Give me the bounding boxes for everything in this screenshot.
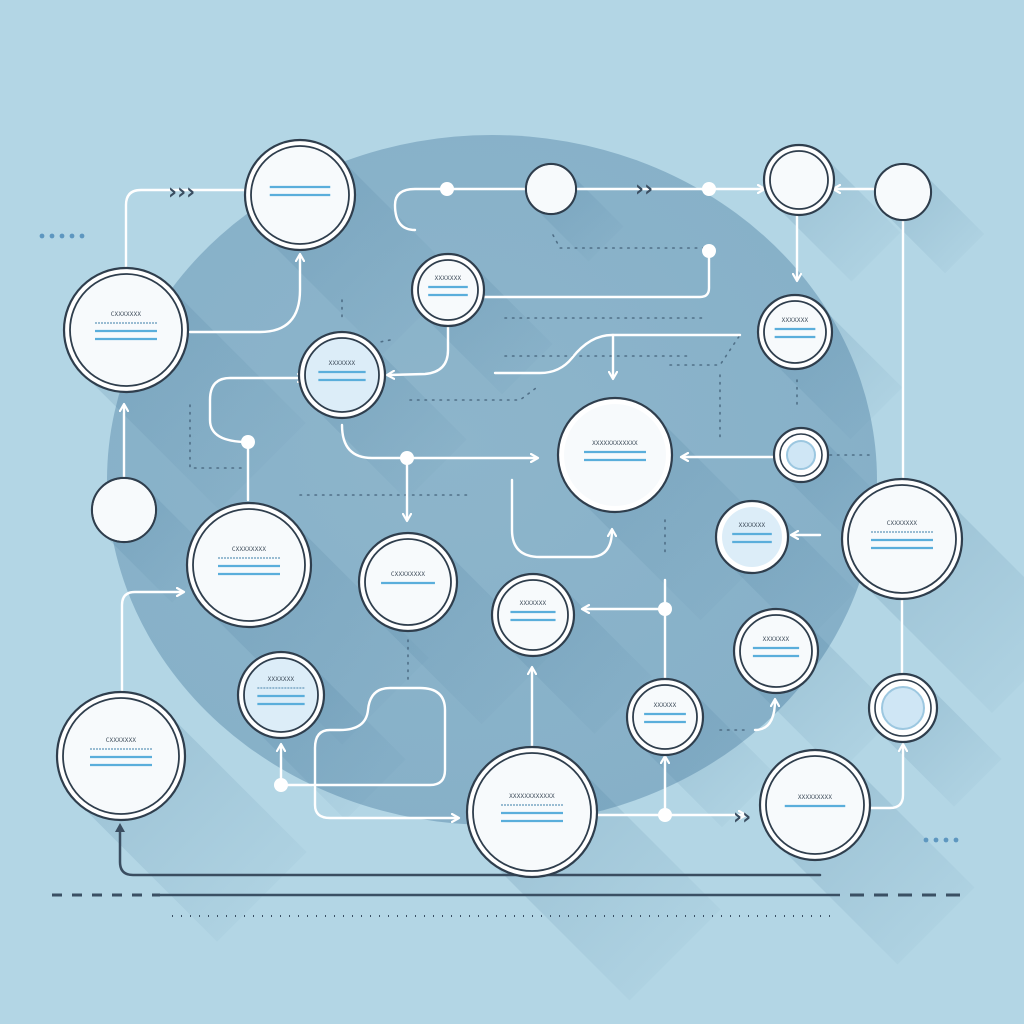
junction-dot — [400, 451, 414, 465]
connector-c15 — [510, 478, 612, 559]
node-label: XXXXXXXXXXXX — [592, 440, 638, 447]
node-fill — [93, 479, 155, 541]
dotted-guide — [552, 234, 706, 249]
decorative-dot — [39, 233, 45, 239]
node-n6[interactable]: XXXXXXX — [410, 252, 486, 328]
decorative-dot — [923, 837, 929, 843]
node-inner-ring — [497, 579, 569, 651]
node-n19[interactable]: XXXXXX — [625, 677, 705, 757]
connector-c11 — [340, 423, 537, 458]
junction-dot — [658, 808, 672, 822]
connector-c1 — [124, 188, 247, 270]
decorative-dot — [943, 837, 949, 843]
node-n14[interactable]: XXXXXXX — [714, 499, 790, 575]
node-label: XXXXXXX — [329, 360, 356, 367]
node-label: XXXXXXX — [782, 317, 809, 324]
node-label: XXXXXXX — [435, 275, 462, 282]
node-n1[interactable] — [243, 138, 357, 252]
connector-c9 — [208, 378, 300, 444]
connector-c21 — [279, 686, 458, 818]
node-n15[interactable]: CXXXXXXX — [840, 477, 964, 601]
node-label: XXXXXXX — [739, 522, 766, 529]
nodes: CXXXXXXXXXXXXXXXXXXXXXXXXXXXXXXXXXXXXXXX… — [55, 138, 964, 879]
node-inner-ring — [739, 614, 813, 688]
junction-dot — [274, 778, 288, 792]
node-fill — [876, 165, 930, 219]
node-n22[interactable]: XXXXXXXXXXXX — [465, 745, 599, 879]
node-n4[interactable] — [762, 143, 836, 217]
node-label: CXXXXXXXX — [391, 571, 425, 578]
connector-c29 — [868, 745, 903, 810]
node-n2[interactable]: CXXXXXXX — [62, 266, 190, 394]
node-n18[interactable]: XXXXXXX — [732, 607, 820, 695]
connector-c31 — [115, 823, 822, 877]
node-inner-ring — [304, 337, 380, 413]
footer-lines — [52, 893, 960, 917]
node-inner-ring — [722, 507, 782, 567]
decorative-dot — [59, 233, 65, 239]
decorations: ››››››› — [39, 177, 959, 843]
node-inner-ring — [417, 259, 479, 321]
node-n13[interactable]: CXXXXXXXX — [357, 531, 459, 633]
node-n9[interactable]: XXXXXXXXXXXX — [556, 396, 674, 514]
node-label: XXXXXXX — [268, 676, 295, 683]
node-inner-ring — [632, 684, 698, 750]
connector-c10 — [388, 324, 450, 375]
decorative-dot — [933, 837, 939, 843]
node-n12[interactable]: CXXXXXXXX — [185, 501, 313, 629]
junction-dot — [702, 182, 716, 196]
node-n8[interactable]: XXXXXXX — [756, 293, 834, 371]
junction-dot — [658, 602, 672, 616]
node-n17[interactable]: XXXXXXX — [236, 650, 326, 740]
node-n16[interactable]: XXXXXXX — [490, 572, 576, 658]
junction-dots — [241, 182, 716, 822]
chevron-arrows-icon: ››› — [168, 180, 195, 205]
connector-c3 — [393, 187, 528, 232]
connector-c2 — [188, 255, 300, 334]
target-core — [786, 440, 816, 470]
chevron-arrows-icon: ›› — [733, 805, 751, 830]
decorative-dot — [69, 233, 75, 239]
target-core — [881, 686, 925, 730]
node-n11[interactable] — [90, 476, 158, 544]
node-label: CXXXXXXX — [111, 311, 142, 318]
dotted-guide — [669, 334, 741, 366]
node-inner-ring — [564, 404, 666, 506]
node-label: CXXXXXXXX — [232, 546, 266, 553]
junction-dot — [440, 182, 454, 196]
dotted-guides — [189, 234, 871, 731]
node-label: CXXXXXXX — [887, 520, 918, 527]
junction-dot — [241, 435, 255, 449]
decorative-dot — [79, 233, 85, 239]
decorative-dot — [953, 837, 959, 843]
node-inner-ring — [769, 150, 829, 210]
node-n5[interactable] — [873, 162, 933, 222]
node-n3[interactable] — [524, 162, 578, 216]
node-label: XXXXXX — [654, 702, 677, 709]
node-label: XXXXXXX — [520, 600, 547, 607]
node-n7[interactable]: XXXXXXX — [297, 330, 387, 420]
node-fill — [527, 165, 575, 213]
junction-dot — [702, 244, 716, 258]
node-n23[interactable]: XXXXXXXXX — [758, 748, 872, 862]
chevron-arrows-icon: ›› — [635, 177, 653, 202]
dotted-guide — [379, 339, 391, 343]
connector-c19 — [120, 592, 183, 694]
connectors — [115, 187, 903, 877]
node-n21[interactable]: CXXXXXXX — [55, 690, 187, 822]
node-inner-ring — [763, 300, 827, 364]
connector-c8 — [482, 249, 711, 299]
connector-c13 — [493, 333, 742, 375]
node-n10[interactable] — [772, 426, 830, 484]
node-label: XXXXXXX — [763, 636, 790, 643]
connector-c30 — [753, 700, 775, 732]
dotted-guide — [189, 404, 246, 469]
node-n20[interactable] — [867, 672, 939, 744]
node-label: CXXXXXXX — [106, 737, 137, 744]
node-label: XXXXXXXXX — [798, 794, 832, 801]
decorative-dot — [49, 233, 55, 239]
node-label: XXXXXXXXXXXX — [509, 793, 555, 800]
